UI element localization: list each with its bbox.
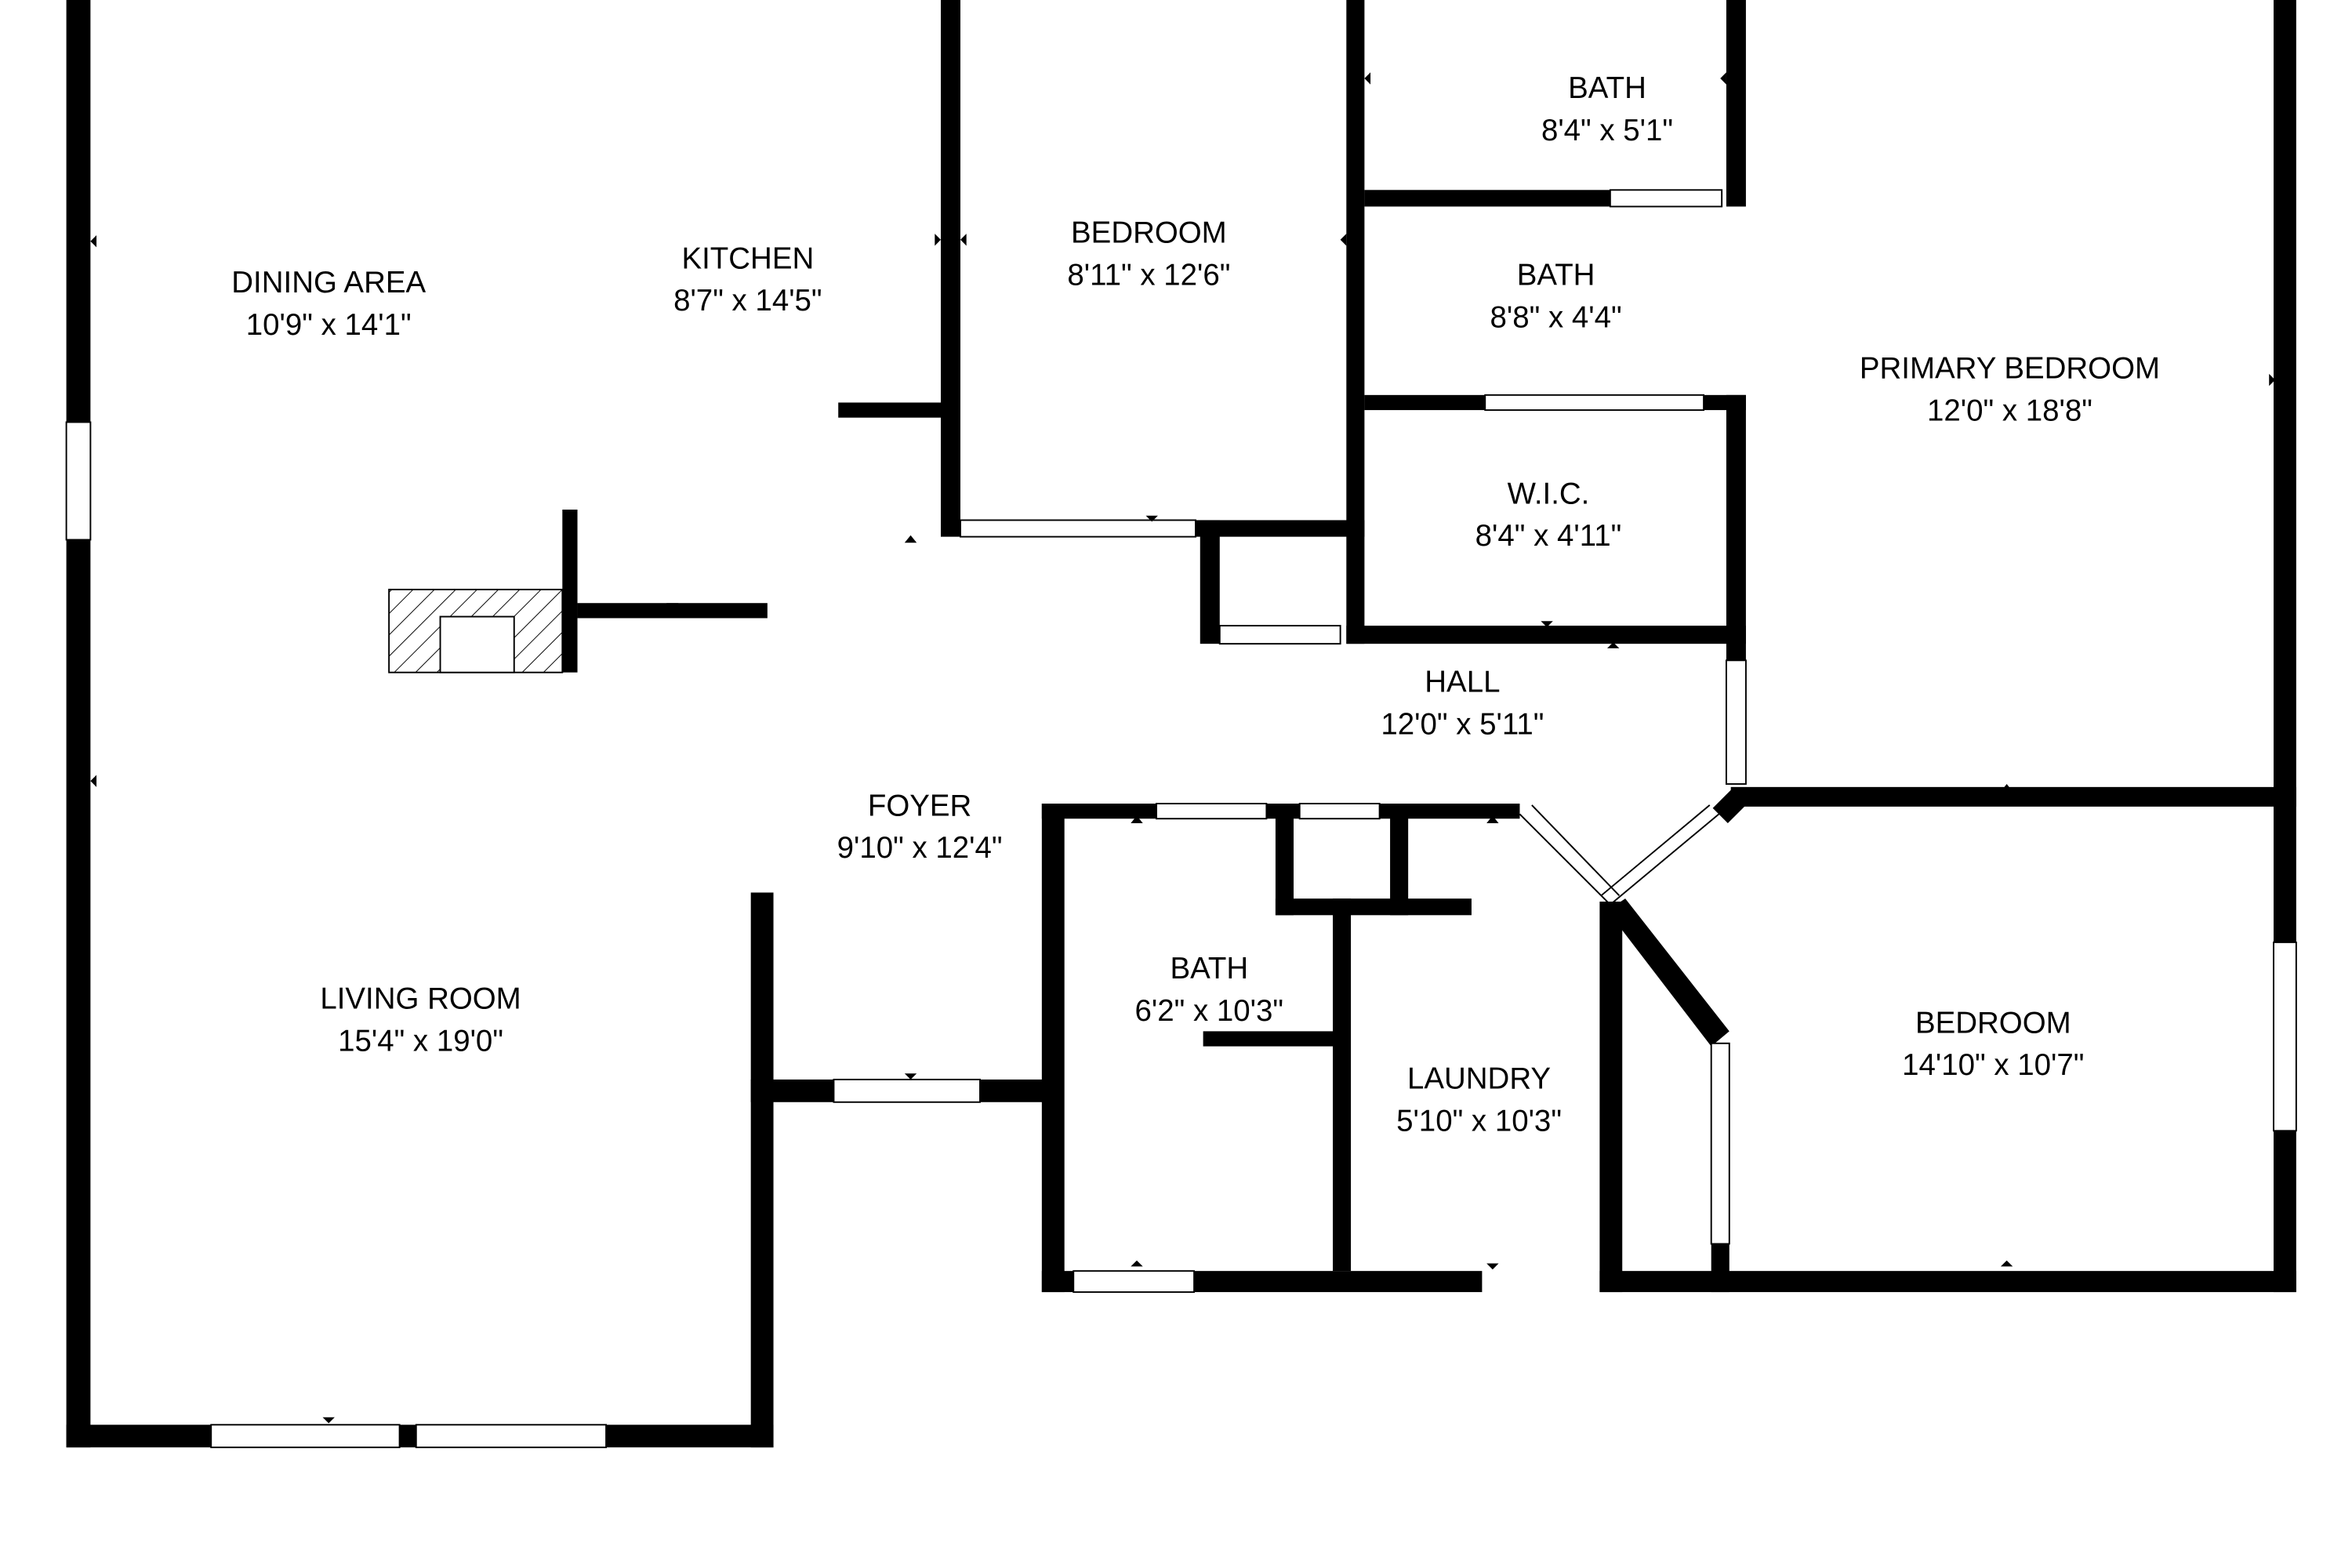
room-name: PRIMARY BEDROOM (1860, 352, 2160, 386)
room-name: DINING AREA (231, 266, 426, 299)
room-size: 12'0" x 18'8" (1927, 394, 2092, 428)
window (65, 421, 92, 541)
room-living-room: LIVING ROOM 15'4" x 19'0" (320, 982, 521, 1058)
room-size: 12'0" x 5'11" (1381, 708, 1544, 742)
room-foyer: FOYER 9'10" x 12'4" (837, 789, 1003, 865)
room-bath-2: BATH 8'8" x 4'4" (1490, 258, 1622, 334)
room-labels: DINING AREA 10'9" x 14'1" KITCHEN 8'7" x… (231, 71, 2160, 1138)
room-size: 8'4" x 5'1" (1541, 114, 1673, 147)
room-wic: W.I.C. 8'4" x 4'11" (1475, 477, 1622, 553)
room-size: 6'2" x 10'3" (1135, 994, 1284, 1028)
room-size: 15'4" x 19'0" (338, 1024, 503, 1058)
door-opening (1710, 1042, 1730, 1245)
door-opening (1218, 625, 1341, 645)
room-kitchen: KITCHEN 8'7" x 14'5" (673, 241, 822, 318)
room-name: BATH (1170, 952, 1248, 985)
room-bedroom-2: BEDROOM 14'10" x 10'7" (1902, 1006, 2084, 1082)
room-name: W.I.C. (1508, 477, 1590, 510)
door-opening (1725, 659, 1747, 785)
room-name: LIVING ROOM (320, 982, 521, 1016)
room-size: 14'10" x 10'7" (1902, 1048, 2084, 1082)
door-opening (1484, 394, 1705, 412)
room-size: 8'4" x 4'11" (1475, 519, 1622, 553)
room-bath-1: BATH 8'4" x 5'1" (1541, 71, 1673, 147)
room-name: FOYER (868, 789, 971, 822)
window (210, 1424, 401, 1449)
room-name: BATH (1517, 258, 1595, 292)
room-size: 8'7" x 14'5" (673, 284, 822, 318)
window (2273, 941, 2297, 1132)
room-name: BEDROOM (1071, 216, 1227, 250)
room-size: 10'9" x 14'1" (246, 308, 412, 342)
door-opening (960, 519, 1196, 538)
door-opening (1298, 803, 1381, 820)
room-name: BATH (1568, 71, 1646, 105)
room-size: 9'10" x 12'4" (837, 831, 1003, 865)
room-primary-bedroom: PRIMARY BEDROOM 12'0" x 18'8" (1860, 352, 2160, 428)
room-hall: HALL 12'0" x 5'11" (1381, 666, 1544, 742)
window (415, 1424, 608, 1449)
room-size: 8'8" x 4'4" (1490, 300, 1622, 334)
room-bedroom-1: BEDROOM 8'11" x 12'6" (1067, 216, 1230, 292)
room-name: LAUNDRY (1407, 1062, 1551, 1095)
room-name: KITCHEN (681, 241, 814, 275)
room-bath-3: BATH 6'2" x 10'3" (1135, 952, 1284, 1028)
walls (65, 0, 2297, 1449)
room-size: 8'11" x 12'6" (1067, 258, 1230, 292)
room-name: BEDROOM (1915, 1006, 2071, 1040)
door-opening (1609, 189, 1723, 208)
front-door (833, 1078, 981, 1103)
room-laundry: LAUNDRY 5'10" x 10'3" (1396, 1062, 1562, 1138)
measure-markers (90, 72, 2275, 1424)
room-name: HALL (1425, 666, 1500, 699)
window (1073, 1270, 1196, 1294)
room-size: 5'10" x 10'3" (1396, 1104, 1562, 1138)
room-dining-area: DINING AREA 10'9" x 14'1" (231, 266, 426, 342)
door-opening (1156, 803, 1268, 820)
